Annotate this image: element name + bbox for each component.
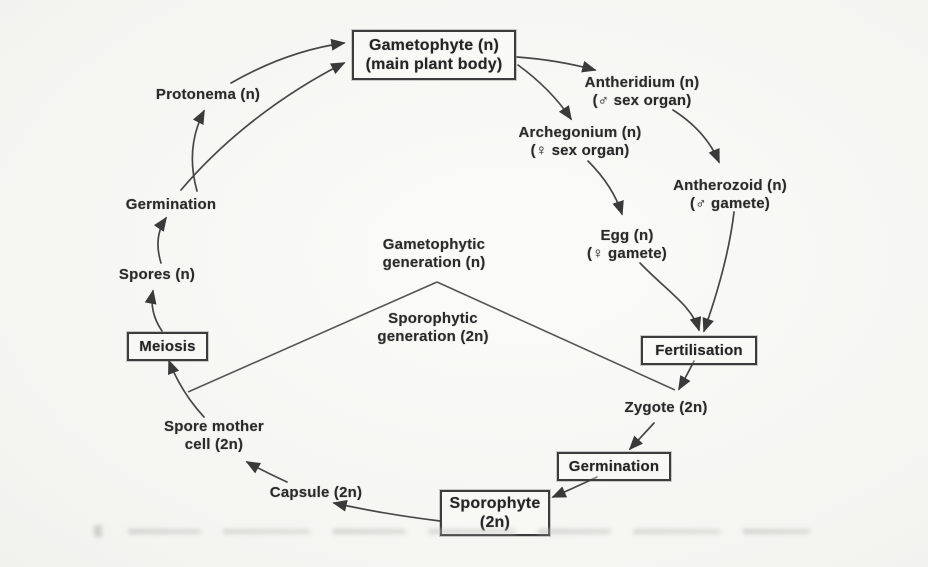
sporophyte-label-line1: Sporophyte	[449, 495, 541, 512]
spore-mother-cell-label: Spore mother cell (2n)	[164, 418, 264, 454]
arrow-gametophyte-to-archegonium	[517, 64, 572, 121]
egg-label: Egg (n) (♀ gamete)	[587, 227, 667, 263]
egg-label-line2: (♀ gamete)	[587, 245, 667, 262]
arrow-gametophyte-to-antheridium	[516, 56, 597, 73]
generation-divider-right-line	[436, 281, 676, 391]
arrow-antheridium-to-antherozoid	[672, 109, 720, 164]
arrow-antherozoid-to-fertilisation	[702, 211, 735, 333]
meiosis-label: Meiosis	[139, 338, 196, 355]
antheridium-label-line1: Antheridium (n)	[584, 74, 700, 91]
arrow-zygote-to-germination	[628, 422, 655, 451]
meiosis-box: Meiosis	[127, 332, 208, 361]
arrow-germination-to-gametophyte	[180, 62, 346, 191]
germination-right-box: Germination	[557, 452, 671, 481]
zygote-label: Zygote (2n)	[624, 399, 708, 416]
arrow-meiosis-to-spores	[144, 289, 163, 332]
fertilisation-box: Fertilisation	[641, 336, 757, 365]
fertilisation-label: Fertilisation	[655, 342, 743, 359]
arrow-egg-to-fertilisation	[639, 262, 702, 332]
arrow-protonema-to-gametophyte	[230, 38, 346, 84]
antherozoid-label-line2: (♂ gamete)	[690, 195, 770, 212]
arrow-germination-to-sporophyte	[551, 476, 598, 498]
arrow-germination-to-protonema	[191, 109, 205, 192]
gametophytic-generation-line1: Gametophytic	[382, 236, 486, 253]
antherozoid-label-line1: Antherozoid (n)	[673, 177, 787, 194]
sporophytic-generation-label: Sporophytic generation (2n)	[377, 310, 488, 346]
archegonium-label-line1: Archegonium (n)	[518, 124, 642, 141]
capsule-label: Capsule (2n)	[269, 484, 363, 501]
gametophytic-generation-label: Gametophytic generation (n)	[383, 236, 486, 272]
germination-right-label: Germination	[568, 458, 660, 475]
egg-label-line1: Egg (n)	[600, 227, 654, 244]
antherozoid-label: Antherozoid (n) (♂ gamete)	[673, 177, 787, 213]
arrow-fertilisation-to-zygote	[678, 360, 695, 391]
sporophyte-box: Sporophyte (2n)	[440, 490, 550, 536]
antheridium-label: Antheridium (n) (♂ sex organ)	[585, 74, 700, 110]
archegonium-label: Archegonium (n) (♀ sex organ)	[519, 124, 642, 160]
gametophyte-label-line2: (main plant body)	[365, 56, 503, 73]
arrow-sporophyte-to-capsule	[332, 499, 441, 522]
spores-label: Spores (n)	[118, 266, 196, 283]
scan-artifact-mark	[94, 525, 102, 537]
arrow-spores-to-germination	[153, 216, 167, 264]
arrow-spore-mother-cell-to-meiosis	[168, 359, 205, 418]
gametophytic-generation-line2: generation (n)	[382, 254, 486, 271]
generation-divider-left-line	[187, 281, 438, 393]
sporophytic-generation-line1: Sporophytic	[388, 310, 478, 327]
protonema-label: Protonema (n)	[155, 86, 261, 103]
sporophytic-generation-line2: generation (2n)	[377, 328, 489, 345]
arrow-archegonium-to-egg	[587, 160, 624, 216]
germination-left-label: Germination	[125, 196, 217, 213]
gametophyte-box: Gametophyte (n) (main plant body)	[352, 30, 516, 80]
scan-artifact-line	[128, 529, 810, 534]
archegonium-label-line2: (♀ sex organ)	[530, 142, 630, 159]
antheridium-label-line2: (♂ sex organ)	[592, 92, 692, 109]
spore-mother-cell-label-line1: Spore mother	[164, 418, 264, 435]
spore-mother-cell-label-line2: cell (2n)	[184, 436, 244, 453]
sporophyte-label-line2: (2n)	[479, 514, 511, 531]
arrow-capsule-to-spore-mother-cell	[245, 461, 288, 483]
gametophyte-label-line1: Gametophyte (n)	[368, 37, 500, 54]
